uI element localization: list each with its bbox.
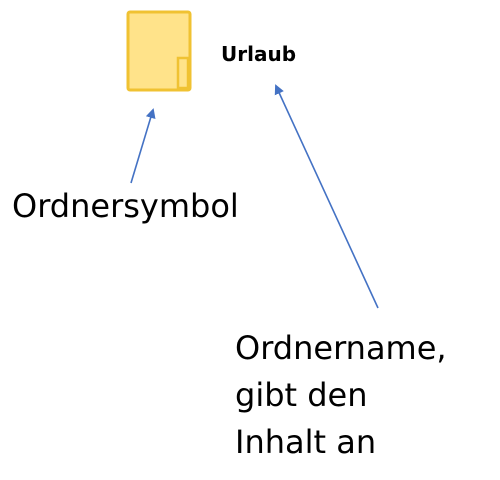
arrow-to-folder-name — [274, 84, 379, 309]
folder-name-label-line: Inhalt an — [235, 423, 377, 461]
folder-name: Urlaub — [221, 42, 297, 66]
folder-name-label-line: Ordnername, — [235, 329, 447, 367]
arrow-to-folder-icon — [130, 108, 156, 184]
folder-name-label-line: gibt den — [235, 376, 368, 414]
folder-name-label: Ordnername, gibt den Inhalt an — [235, 325, 447, 466]
folder-icon-label: Ordnersymbol — [12, 187, 239, 225]
folder-icon — [126, 10, 192, 92]
